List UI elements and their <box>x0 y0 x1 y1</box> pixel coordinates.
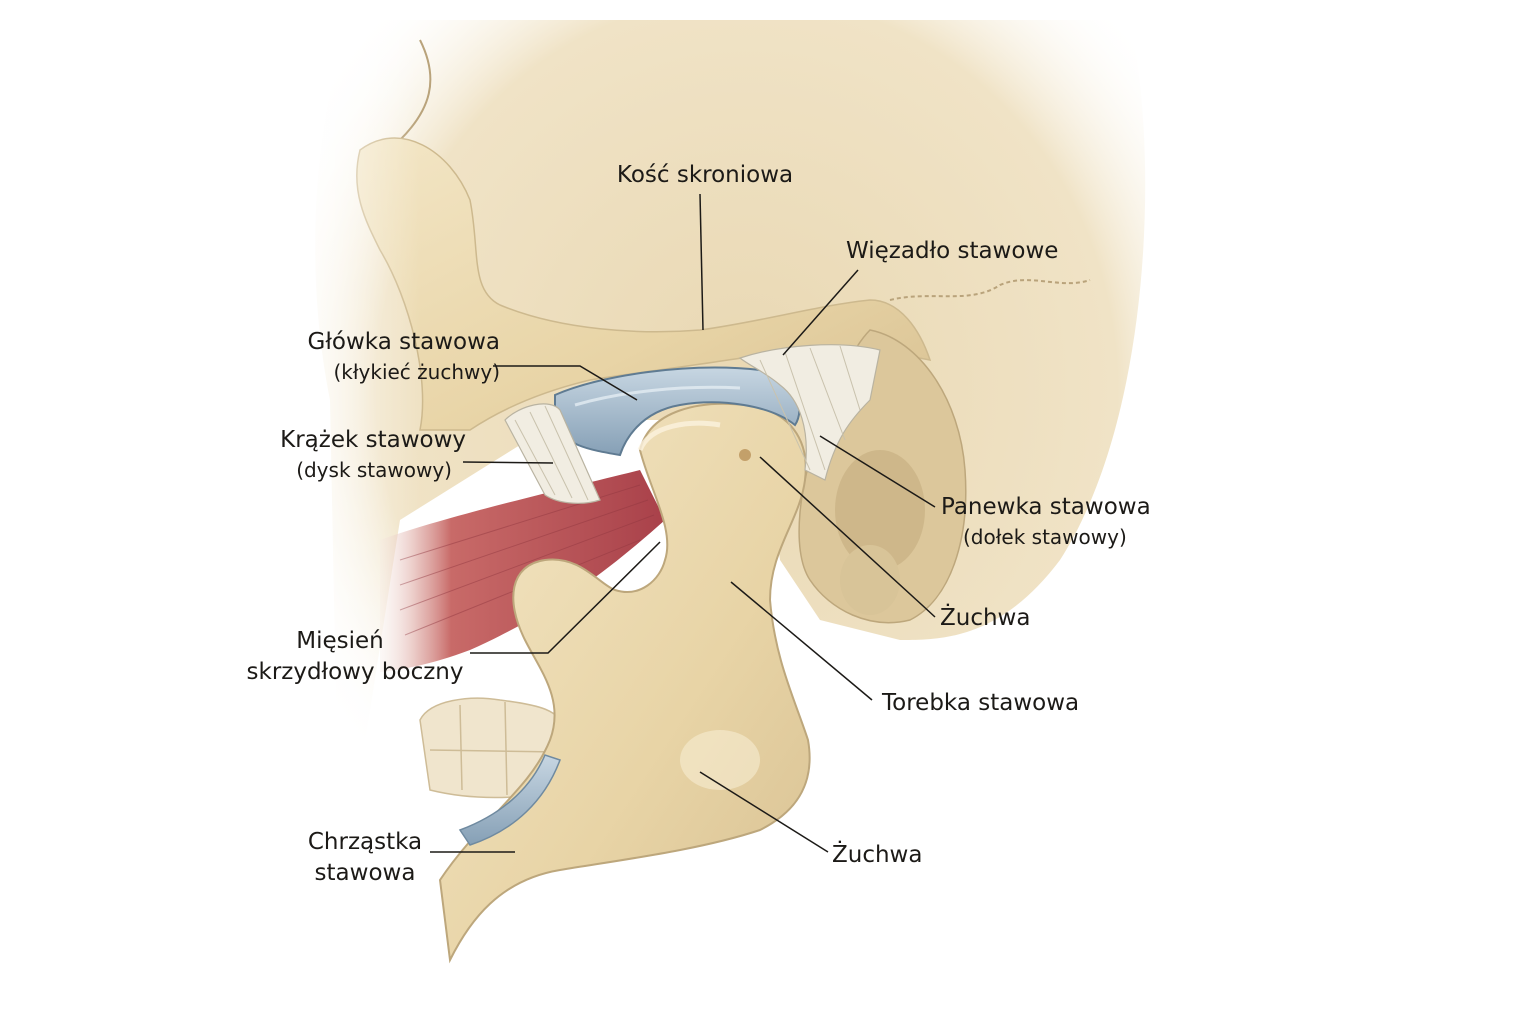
label-lateral-pterygoid-line1: Mięsień <box>296 628 384 654</box>
leader-articular-fossa <box>819 435 936 508</box>
label-articular-disc-text: Krążek stawowy <box>280 427 466 453</box>
leader-joint-capsule <box>730 581 873 701</box>
articular-cartilage <box>458 754 561 846</box>
label-articular-fossa-sub: (dołek stawowy) <box>963 525 1127 549</box>
label-articular-cartilage-line2: stawowa <box>314 860 416 886</box>
leader-temporal-bone <box>699 193 704 331</box>
leader-articular-ligament <box>782 269 859 356</box>
articular-ligament <box>504 344 881 504</box>
label-articular-head: Główka stawowa (kłykieć żuchwy) <box>270 327 500 387</box>
label-joint-capsule-text: Torebka stawowa <box>882 690 1080 716</box>
label-articular-fossa-text: Panewka stawowa <box>941 494 1151 520</box>
label-articular-disc-sub: (dysk stawowy) <box>296 458 452 482</box>
label-articular-head-sub: (kłykieć żuchwy) <box>333 360 500 384</box>
leader-lateral-pterygoid <box>470 541 661 654</box>
label-articular-ligament-text: Więzadło stawowe <box>846 238 1059 264</box>
label-articular-fossa: Panewka stawowa (dołek stawowy) <box>941 492 1151 552</box>
leader-articular-head <box>493 365 638 401</box>
label-mandible-lower-text: Żuchwa <box>832 842 923 868</box>
label-lateral-pterygoid: Mięsień skrzydłowy boczny <box>240 626 470 688</box>
leader-mandible-upper <box>759 456 936 618</box>
label-mandible-lower: Żuchwa <box>832 840 922 871</box>
label-articular-cartilage-line1: Chrząstka <box>307 829 423 855</box>
label-mandible-upper-text: Żuchwa <box>940 605 1031 631</box>
teeth <box>419 697 566 799</box>
left-fade <box>250 0 420 1024</box>
mandible <box>438 402 811 964</box>
articular-disc <box>554 366 801 457</box>
label-lateral-pterygoid-line2: skrzydłowy boczny <box>246 659 464 685</box>
label-temporal-bone-text: Kość skroniowa <box>616 162 794 188</box>
label-articular-disc: Krążek stawowy (dysk stawowy) <box>240 425 466 485</box>
leader-lines <box>430 193 936 853</box>
label-joint-capsule: Torebka stawowa <box>882 688 1079 719</box>
label-mandible-upper: Żuchwa <box>940 603 1030 634</box>
leader-mandible-lower <box>699 771 829 853</box>
leader-articular-disc <box>462 461 554 464</box>
label-articular-cartilage: Chrząstka stawowa <box>300 827 430 889</box>
label-temporal-bone: Kość skroniowa <box>600 160 810 191</box>
label-articular-head-text: Główka stawowa <box>307 329 500 355</box>
label-articular-ligament: Więzadło stawowe <box>846 236 1058 267</box>
